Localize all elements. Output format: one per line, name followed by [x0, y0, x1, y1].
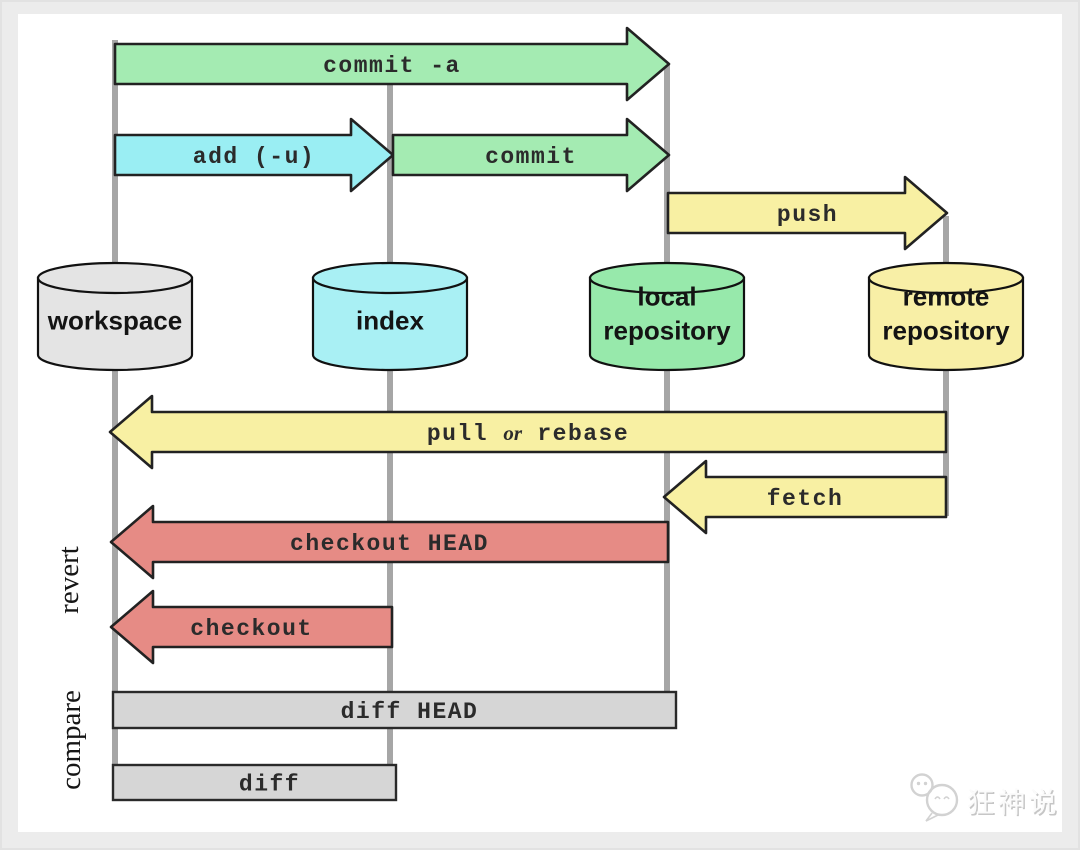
local-repository-cylinder-body	[588, 276, 746, 372]
watermark-bubble-tail-icon	[925, 812, 939, 822]
watermark-text: 狂神说	[967, 787, 1060, 818]
remote-repository-cylinder-top	[867, 261, 1025, 295]
diff-head-label: diff HEAD	[341, 699, 479, 725]
fetch-arrow	[662, 459, 948, 535]
watermark-large-bubble-eye-icon	[943, 796, 950, 800]
push-label: push	[777, 202, 838, 228]
watermark-small-bubble-eye-icon	[916, 781, 921, 786]
local-repository-label: repository	[603, 316, 731, 346]
local-repository-timeline	[664, 64, 670, 728]
index-cylinder-top	[311, 261, 469, 295]
remote-repository-cylinder-body	[867, 276, 1025, 372]
workspace-label: workspace	[47, 306, 182, 336]
diff-head-bar	[111, 690, 678, 730]
workspace-cylinder-body	[36, 276, 194, 372]
compare-side-label: compare	[55, 690, 87, 790]
watermark-large-bubble-eye-icon	[934, 796, 941, 800]
add-u-label: add (-u)	[193, 144, 315, 170]
local-repository-label: local	[637, 282, 696, 312]
checkout-head-label: checkout HEAD	[290, 531, 489, 557]
commit-a-label: commit -a	[323, 53, 461, 79]
pull-or-rebase-label: pull or rebase	[427, 421, 629, 447]
pull-or-rebase-arrow	[108, 394, 948, 470]
checkout-head-arrow	[109, 504, 670, 580]
index-cylinder-body	[311, 276, 469, 372]
commit-a-arrow	[113, 26, 671, 102]
local-repository-cylinder-top	[588, 261, 746, 295]
remote-repository-label: repository	[882, 316, 1010, 346]
watermark-small-bubble-eye-icon	[923, 781, 928, 786]
checkout-arrow	[109, 589, 394, 665]
fetch-label: fetch	[767, 486, 844, 512]
workspace-cylinder-top	[36, 261, 194, 295]
push-arrow	[666, 175, 949, 251]
checkout-label: checkout	[190, 616, 312, 642]
diff-bar	[111, 763, 398, 802]
diff-label: diff	[239, 772, 300, 798]
watermark-chat-bubble-small-icon	[910, 773, 934, 797]
commit-arrow	[391, 117, 671, 193]
workspace-timeline	[112, 40, 118, 800]
commit-label: commit	[485, 144, 577, 170]
watermark-text-shadow: 狂神说	[968, 789, 1061, 820]
watermark-chat-bubble-large-icon	[925, 783, 959, 817]
revert-side-label: revert	[53, 546, 85, 614]
add-u-arrow	[113, 117, 395, 193]
index-label: index	[356, 306, 424, 336]
remote-repository-label: remote	[903, 282, 990, 312]
